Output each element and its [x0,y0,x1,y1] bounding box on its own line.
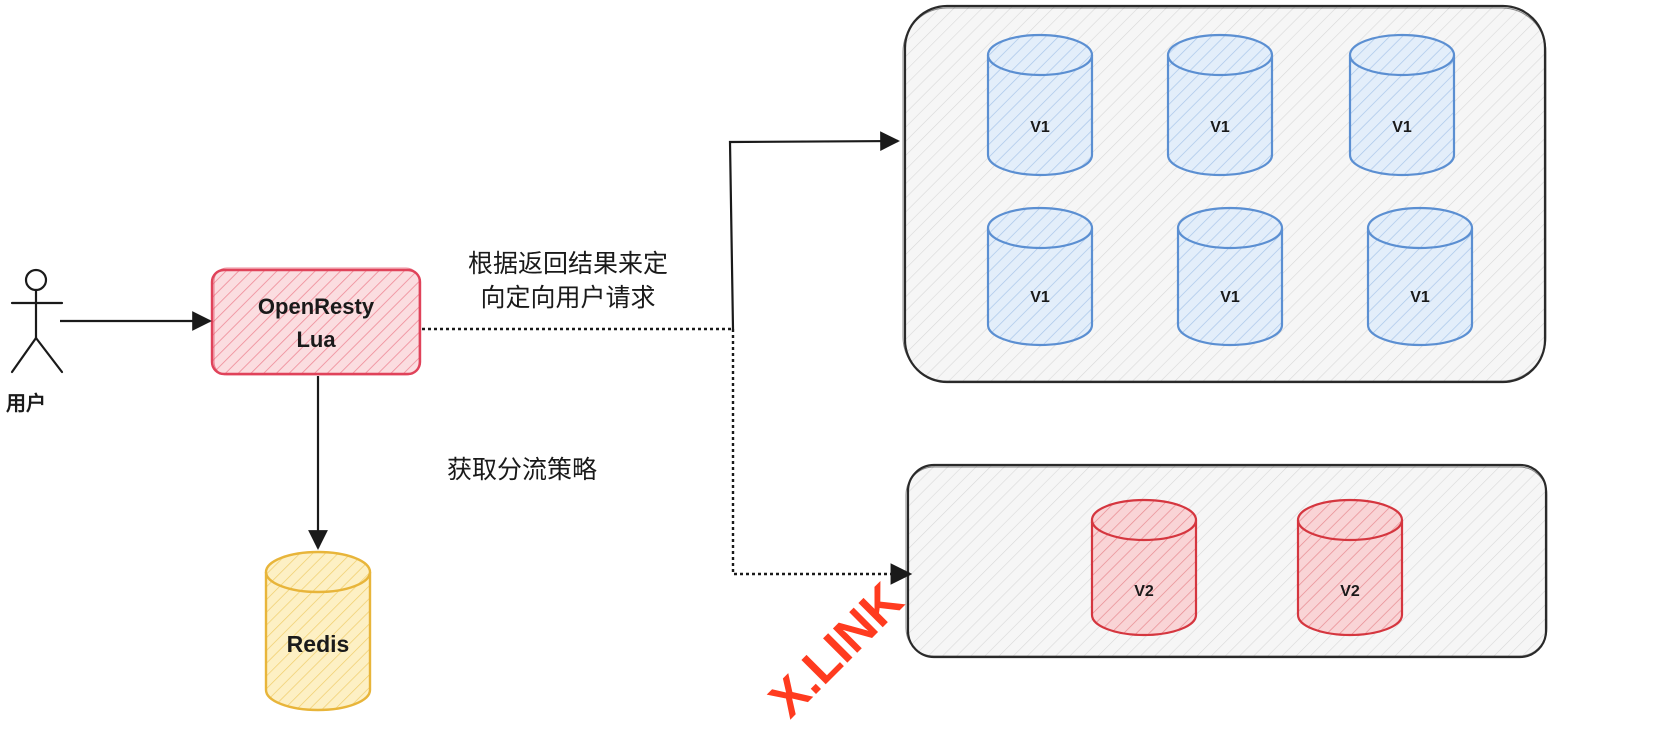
v1-node: V1 [1348,33,1456,177]
route-to-v1-arrow [728,131,900,330]
v2-node: V2 [1090,498,1198,637]
v2-node-label: V2 [1340,583,1360,600]
v1-node-label: V1 [1210,119,1230,136]
v1-node-label: V1 [1030,119,1050,136]
user-icon [10,268,64,374]
fetch-policy-label: 获取分流策略 [447,455,597,484]
v1-node: V1 [986,206,1094,347]
v2-node-label: V2 [1134,583,1154,600]
route-label-line2: 向定向用户请求 [480,283,655,312]
v1-node: V1 [1176,206,1284,347]
v1-node-label: V1 [1030,289,1050,306]
route-to-v2-arrow [731,329,913,585]
watermark: X.LINK [758,572,913,727]
v2-cluster-container [905,463,1548,659]
redis-label: Redis [287,631,350,657]
v1-node: V1 [1166,33,1274,177]
openresty-label: OpenResty [258,294,375,319]
lua-label: Lua [296,327,336,352]
v1-node-label: V1 [1410,289,1430,306]
v1-node-label: V1 [1392,119,1412,136]
user-label: 用户 [6,391,46,415]
openresty-lua-node: OpenResty Lua [210,267,422,376]
v1-node-label: V1 [1220,289,1240,306]
v1-node: V1 [1366,206,1474,347]
v2-node: V2 [1296,498,1404,637]
redis-node: Redis [264,550,372,712]
v1-node: V1 [986,33,1094,177]
route-label-line1: 根据返回结果来定 [468,249,668,278]
